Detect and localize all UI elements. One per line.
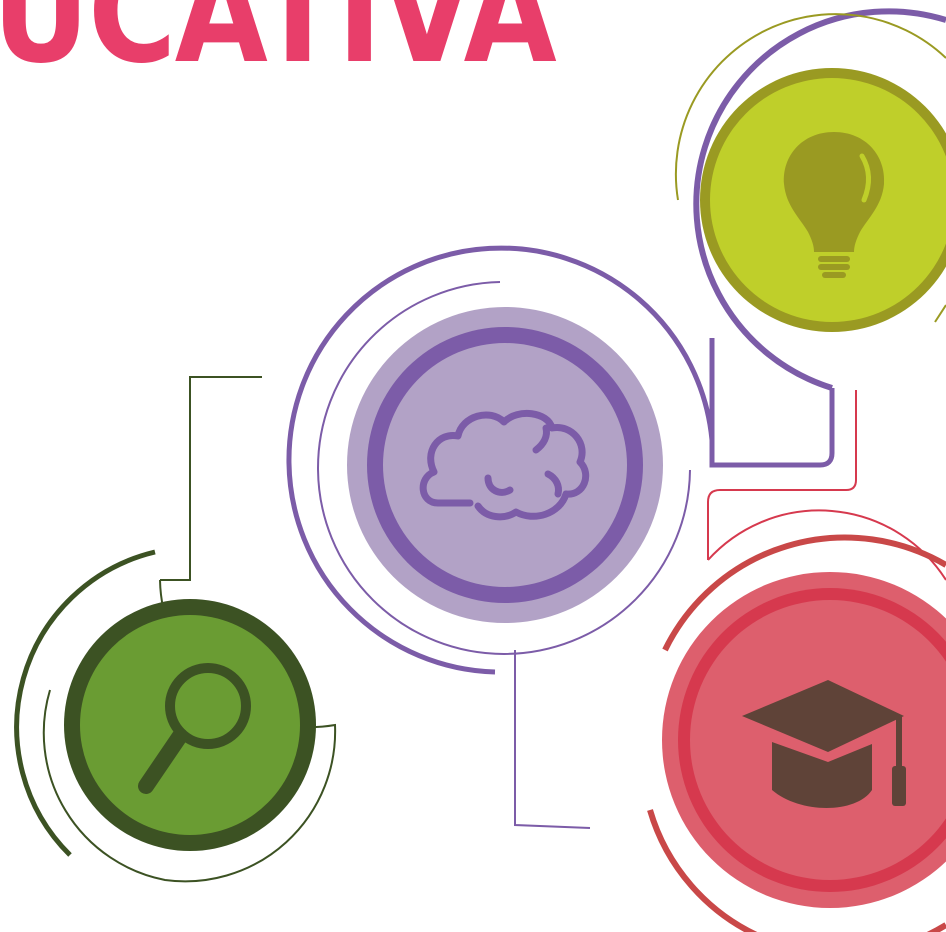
- connector-education: [707, 390, 857, 560]
- thinking-fill: [383, 343, 627, 587]
- heading-title: UCATIVA: [0, 0, 557, 95]
- education-inner-arc: [707, 509, 946, 581]
- node-research: [14, 549, 337, 883]
- thinking-inner-arc: [317, 281, 691, 655]
- magnifier-icon: [138, 663, 251, 794]
- connector-idea-thinking: [709, 338, 835, 468]
- idea-inner-arc-tail: [934, 304, 946, 323]
- education-bottom-arc: [647, 809, 946, 932]
- brain-icon: [419, 409, 590, 521]
- node-idea: [674, 8, 946, 391]
- graduation-cap-icon: [742, 680, 906, 808]
- node-education: [647, 509, 946, 932]
- connector-thinking-education: [514, 650, 591, 829]
- research-fill: [80, 615, 300, 835]
- lightbulb-icon: [783, 132, 885, 278]
- idea-inner-arc: [674, 13, 946, 201]
- connector-lines: [160, 338, 857, 829]
- thinking-outer-arc: [286, 245, 715, 675]
- connector-research: [160, 376, 262, 581]
- education-outer-arc: [662, 534, 946, 652]
- node-thinking: [286, 245, 715, 675]
- research-outer-arc: [14, 549, 156, 857]
